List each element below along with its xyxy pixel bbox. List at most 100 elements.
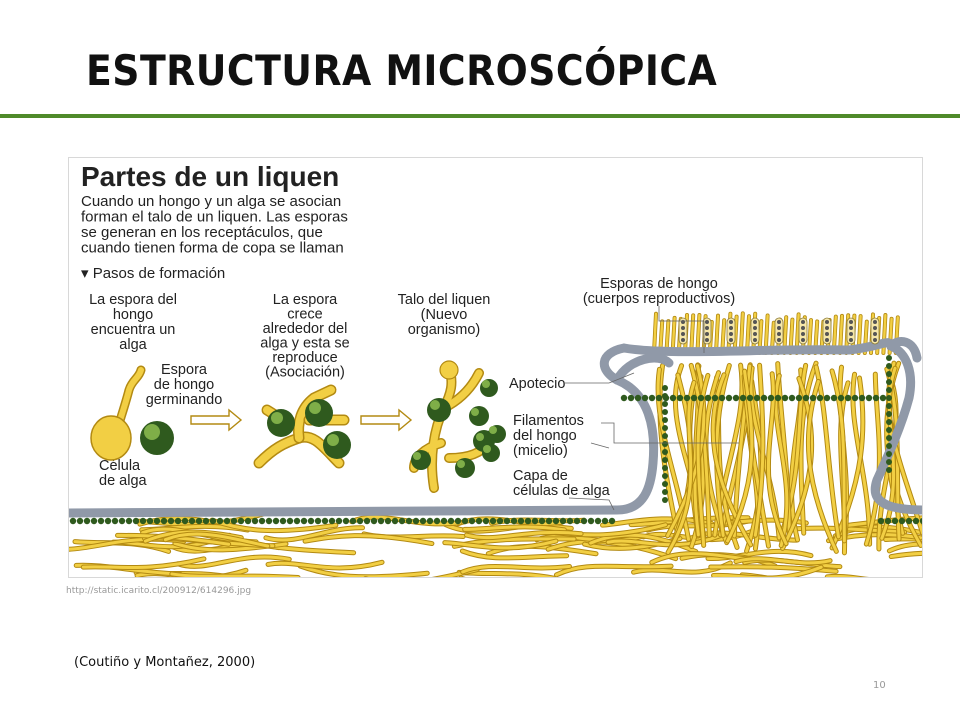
alga-cell — [195, 517, 203, 525]
fungal-spore — [873, 338, 877, 342]
alga-cell — [384, 517, 392, 525]
alga-cell — [566, 517, 574, 525]
alga-cell — [774, 394, 782, 402]
alga-cell — [662, 425, 668, 431]
text-line: del hongo — [513, 428, 577, 444]
text-line: Capa de — [513, 468, 568, 484]
alga-cell — [552, 517, 560, 525]
alga-cell — [837, 394, 845, 402]
alga-cell — [69, 517, 77, 525]
alga-cell — [886, 363, 892, 369]
alga-cell — [272, 517, 280, 525]
alga-cell — [865, 394, 873, 402]
alga-cell — [97, 517, 105, 525]
alga-cell — [167, 517, 175, 525]
fungal-spore — [849, 338, 853, 342]
fungal-spore — [777, 326, 781, 330]
alga-cell — [594, 517, 602, 525]
fungal-spore — [681, 326, 685, 330]
cup-rim-right — [886, 337, 922, 363]
alga-cell — [342, 517, 350, 525]
alga-cell — [608, 517, 616, 525]
alga-cell — [440, 517, 448, 525]
text-line: forman el talo de un liquen. Las esporas — [81, 209, 348, 226]
alga-cell — [662, 473, 668, 479]
alga-cell — [321, 517, 329, 525]
alga-cell — [662, 497, 668, 503]
alga-cell — [648, 394, 656, 402]
citation: (Coutiño y Montañez, 2000) — [74, 655, 256, 670]
alga-cell — [886, 467, 892, 473]
alga-cell — [725, 394, 733, 402]
fungal-spore — [873, 320, 877, 324]
alga-cell — [662, 433, 668, 439]
alga-cell — [886, 379, 892, 385]
alga-cell-illustration — [140, 421, 174, 455]
text-line: alga — [119, 337, 147, 353]
alga-cell — [293, 517, 301, 525]
slide-title: ESTRUCTURA MICROSCÓPICA — [86, 46, 718, 95]
alga-cell — [503, 517, 511, 525]
text-line: Filamentos — [513, 413, 584, 429]
alga-cell — [153, 517, 161, 525]
alga-cell — [905, 517, 913, 525]
alga-cell — [767, 394, 775, 402]
alga-cell — [877, 517, 885, 525]
alga-cell — [844, 394, 852, 402]
image-source-url[interactable]: http://static.icarito.cl/200912/614296.j… — [66, 586, 252, 596]
alga-cell — [223, 517, 231, 525]
alga-cell — [363, 517, 371, 525]
alga-cell — [676, 394, 684, 402]
text-line: células de alga — [513, 483, 611, 499]
alga-cell — [230, 517, 238, 525]
fungal-spore — [729, 320, 733, 324]
fungal-spore — [729, 338, 733, 342]
alga-cell — [524, 517, 532, 525]
triangle-bullet-icon: ▾ — [81, 265, 93, 282]
text-line: hongo — [113, 307, 153, 323]
alga-cell — [760, 394, 768, 402]
text-line: de alga — [99, 473, 148, 489]
alga-cell — [419, 517, 427, 525]
text-line: reproduce — [272, 350, 337, 366]
alga-cell — [90, 517, 98, 525]
fungal-spore — [777, 338, 781, 342]
fungal-spore — [825, 338, 829, 342]
algae-cell-layer — [69, 355, 922, 525]
alga-cell — [662, 393, 668, 399]
alga-cell — [886, 371, 892, 377]
alga-cell — [251, 517, 259, 525]
alga-cell — [886, 427, 892, 433]
process-arrow-2-icon — [360, 408, 413, 432]
alga-cell — [125, 517, 133, 525]
alga-cell — [627, 394, 635, 402]
alga-cell — [662, 385, 668, 391]
text-line: organismo) — [408, 322, 481, 338]
alga-cell — [886, 435, 892, 441]
alga-cell — [830, 394, 838, 402]
alga-cell — [891, 517, 899, 525]
alga-cell — [104, 517, 112, 525]
fungal-spore — [753, 326, 757, 330]
text-line: Esporas de hongo — [600, 276, 718, 292]
alga-cell — [662, 457, 668, 463]
text-line: Talo del liquen — [398, 292, 491, 308]
fungal-spore — [729, 332, 733, 336]
title-rule — [0, 114, 960, 118]
germinating-spore-illustration — [90, 365, 146, 461]
alga-cell — [517, 517, 525, 525]
alga-cell — [258, 517, 266, 525]
alga-cell — [809, 394, 817, 402]
spore-sac — [846, 317, 856, 345]
alga-cell — [634, 394, 642, 402]
alga-cell — [349, 517, 357, 525]
alga-cell — [405, 517, 413, 525]
fungal-spore — [705, 320, 709, 324]
alga-cell — [884, 517, 892, 525]
fungal-spore — [825, 332, 829, 336]
alga-cell — [559, 517, 567, 525]
alga-cell — [83, 517, 91, 525]
